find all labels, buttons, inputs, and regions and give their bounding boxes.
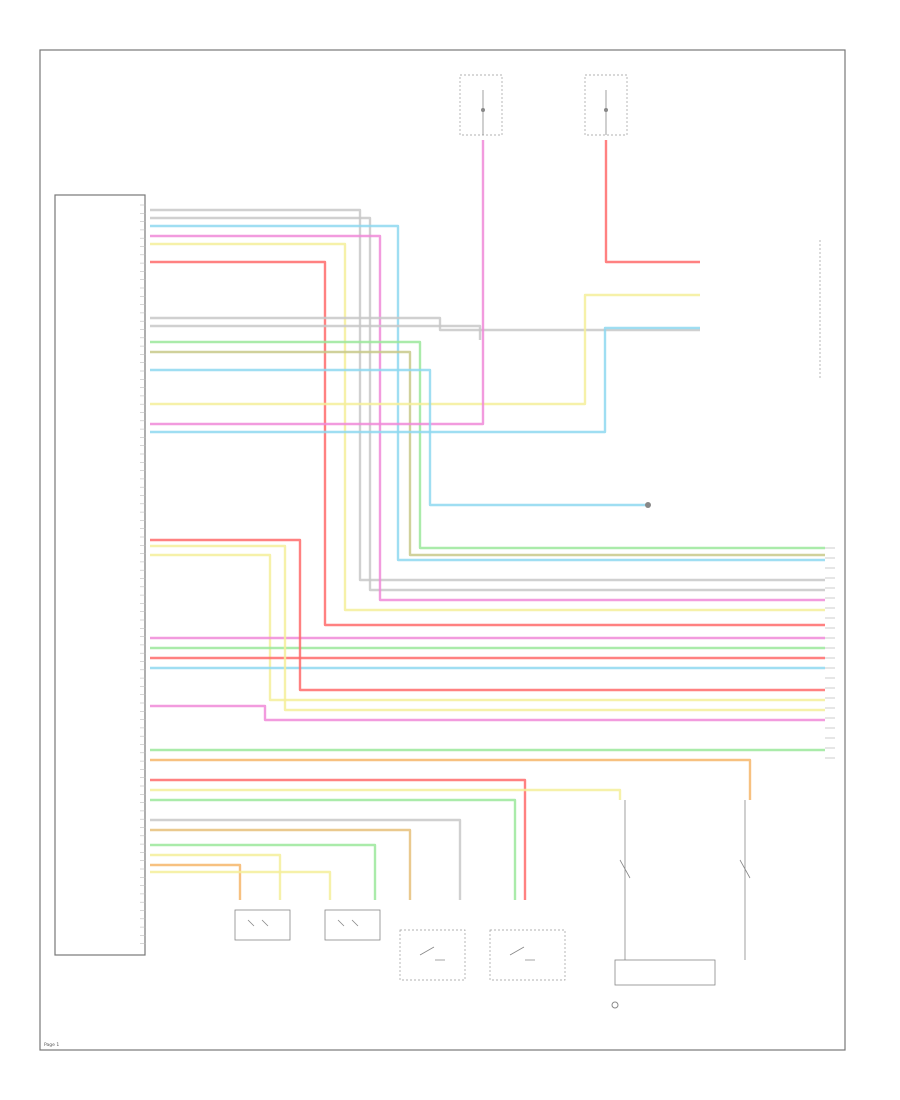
wire-yellow — [150, 853, 282, 900]
page-id-label: Page 1 — [44, 1042, 59, 1048]
wire-yellow — [150, 544, 825, 712]
wire-yellow — [150, 553, 825, 702]
wire-tan — [150, 828, 412, 900]
wire-red — [604, 140, 700, 264]
wire-lt_green — [150, 340, 825, 550]
wire-gray — [150, 324, 482, 340]
wire-yellow — [150, 870, 332, 900]
wire-red — [150, 778, 527, 900]
wire-lt_green — [150, 843, 377, 900]
wire-pink — [150, 704, 825, 722]
wire-yellow — [150, 293, 700, 406]
switch-box-2 — [489, 929, 566, 981]
wire-yellow — [150, 242, 825, 612]
wire-red — [150, 260, 825, 627]
wire-olive — [150, 350, 825, 557]
wire-gray — [150, 208, 825, 582]
switch-box-1 — [399, 929, 466, 981]
wire-red — [150, 538, 825, 692]
wire-lt_blue — [150, 326, 700, 434]
wire-lt_green — [150, 798, 517, 900]
wire-gray — [150, 818, 462, 900]
wire-pink — [150, 234, 825, 602]
diagram-frame — [39, 49, 846, 1051]
wire-gray — [150, 316, 700, 332]
wire-pink — [150, 140, 485, 426]
component-box-1 — [234, 909, 291, 941]
connector-pins — [140, 204, 146, 945]
wire-yellow — [150, 788, 622, 800]
component-box-2 — [324, 909, 381, 941]
wire-lt_blue — [150, 368, 650, 507]
wire-group — [150, 140, 835, 900]
wire-orange — [150, 863, 242, 900]
fuse-box-right — [584, 74, 628, 136]
fuse-box-left — [459, 74, 503, 136]
wire-lt_blue — [150, 224, 825, 562]
wire-orange — [150, 758, 752, 800]
control-module-box — [54, 194, 146, 956]
switch-box-3 — [614, 959, 716, 986]
